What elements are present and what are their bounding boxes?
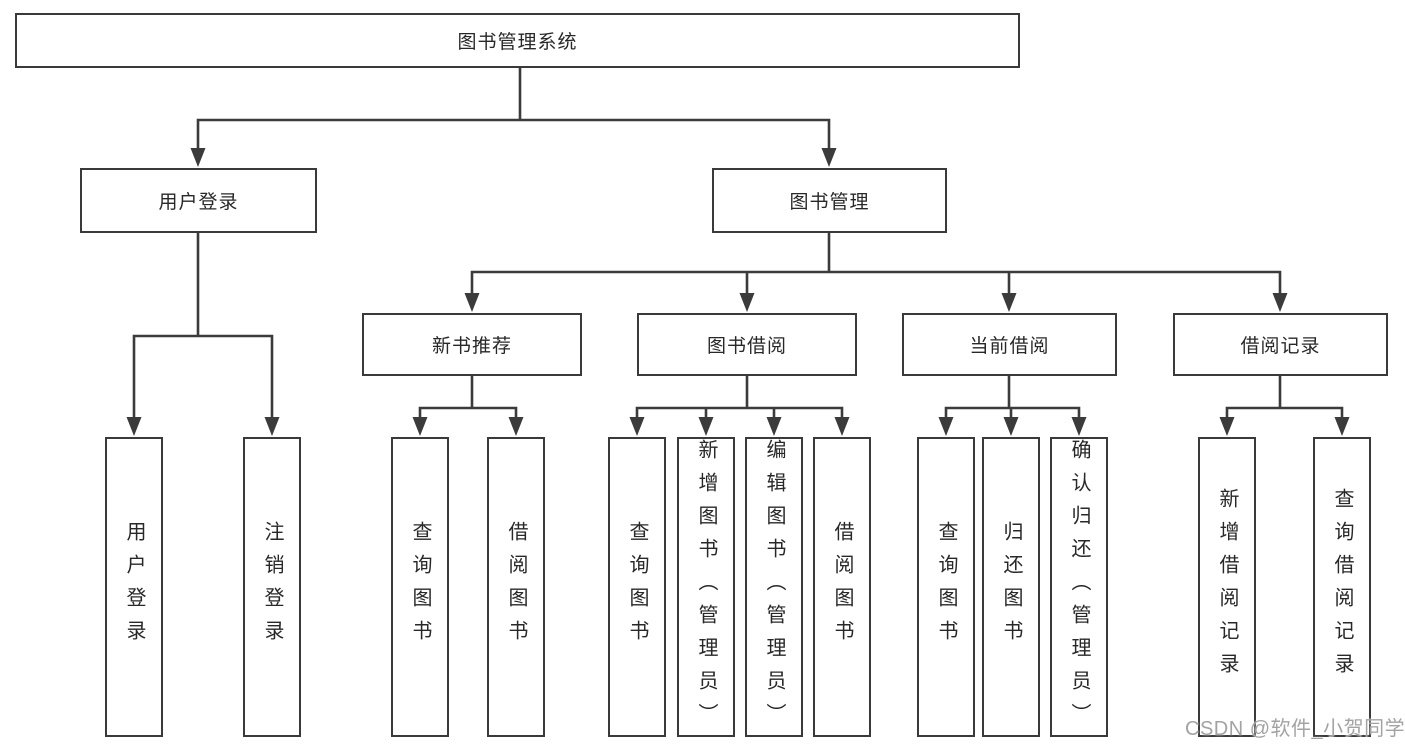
arrowhead xyxy=(821,148,837,167)
arrowhead xyxy=(629,417,645,436)
arrowhead xyxy=(508,417,524,436)
arrowhead xyxy=(412,417,428,436)
leaf-query-book-recommend: 查询图书 xyxy=(391,437,449,737)
arrowhead xyxy=(190,148,206,167)
node-root-system-label: 图书管理系统 xyxy=(457,32,578,53)
node-book-borrow-label: 图书借阅 xyxy=(706,336,787,357)
arrowhead xyxy=(1001,293,1017,312)
leaf-add-borrow-record-label: 新增借阅记录 xyxy=(1216,488,1238,686)
arrowhead xyxy=(126,417,142,436)
leaf-confirm-return-admin-label: 确认归还（管理员） xyxy=(1068,439,1090,736)
arrowhead xyxy=(264,417,280,436)
leaf-query-book-borrow-label: 查询图书 xyxy=(626,521,648,653)
leaf-query-book-recommend-label: 查询图书 xyxy=(409,521,431,653)
arrowhead xyxy=(739,293,755,312)
leaf-borrow-book-label: 借阅图书 xyxy=(831,521,853,653)
leaf-edit-book-admin: 编辑图书（管理员） xyxy=(745,437,803,737)
leaf-borrow-book: 借阅图书 xyxy=(813,437,871,737)
arrowhead xyxy=(464,293,480,312)
leaf-add-book-admin: 新增图书（管理员） xyxy=(677,437,735,737)
arrowhead xyxy=(1003,417,1019,436)
leaf-logout-label: 注销登录 xyxy=(261,521,283,653)
connector-root-to-level2 xyxy=(196,66,831,154)
node-user-login: 用户登录 xyxy=(80,168,317,233)
node-book-management-label: 图书管理 xyxy=(789,192,870,213)
node-user-login-label: 用户登录 xyxy=(158,192,239,213)
arrowhead xyxy=(1334,417,1350,436)
arrowhead xyxy=(766,417,782,436)
arrowhead xyxy=(834,417,850,436)
node-new-book-recommend-label: 新书推荐 xyxy=(431,336,512,357)
leaf-user-login-label: 用户登录 xyxy=(123,521,145,653)
leaf-logout: 注销登录 xyxy=(243,437,301,737)
leaf-query-book-current: 查询图书 xyxy=(917,437,975,737)
leaf-add-book-admin-label: 新增图书（管理员） xyxy=(695,439,717,736)
leaf-query-borrow-record: 查询借阅记录 xyxy=(1313,437,1371,737)
leaf-borrow-book-recommend: 借阅图书 xyxy=(487,437,545,737)
leaf-query-book-current-label: 查询图书 xyxy=(935,521,957,653)
node-current-borrow: 当前借阅 xyxy=(902,313,1117,376)
leaf-confirm-return-admin: 确认归还（管理员） xyxy=(1050,437,1108,737)
connector-records-to-leaves xyxy=(1225,374,1344,423)
csdn-watermark: CSDN @软件_小贺同学 xyxy=(1185,718,1405,740)
node-current-borrow-label: 当前借阅 xyxy=(969,336,1050,357)
leaf-return-book: 归还图书 xyxy=(982,437,1040,737)
node-borrow-records-label: 借阅记录 xyxy=(1240,336,1321,357)
leaf-add-borrow-record: 新增借阅记录 xyxy=(1198,437,1256,737)
connector-borrow-to-leaves xyxy=(635,374,844,423)
arrowhead xyxy=(698,417,714,436)
connector-recommend-to-leaves xyxy=(418,374,518,423)
leaf-borrow-book-recommend-label: 借阅图书 xyxy=(505,521,527,653)
arrowhead xyxy=(1071,417,1087,436)
node-book-management: 图书管理 xyxy=(712,168,947,233)
connector-login-to-leaves xyxy=(132,231,274,423)
leaf-return-book-label: 归还图书 xyxy=(1000,521,1022,653)
node-new-book-recommend: 新书推荐 xyxy=(362,313,582,376)
arrowhead xyxy=(938,417,954,436)
leaf-user-login: 用户登录 xyxy=(105,437,163,737)
connector-current-to-leaves xyxy=(944,374,1081,423)
leaf-query-borrow-record-label: 查询借阅记录 xyxy=(1331,488,1353,686)
arrowhead xyxy=(1219,417,1235,436)
node-borrow-records: 借阅记录 xyxy=(1173,313,1388,376)
node-root-system: 图书管理系统 xyxy=(15,13,1020,68)
node-book-borrow: 图书借阅 xyxy=(637,313,857,376)
connector-manage-to-groups xyxy=(470,231,1282,299)
leaf-edit-book-admin-label: 编辑图书（管理员） xyxy=(763,439,785,736)
arrowhead xyxy=(1272,293,1288,312)
leaf-query-book-borrow: 查询图书 xyxy=(608,437,666,737)
